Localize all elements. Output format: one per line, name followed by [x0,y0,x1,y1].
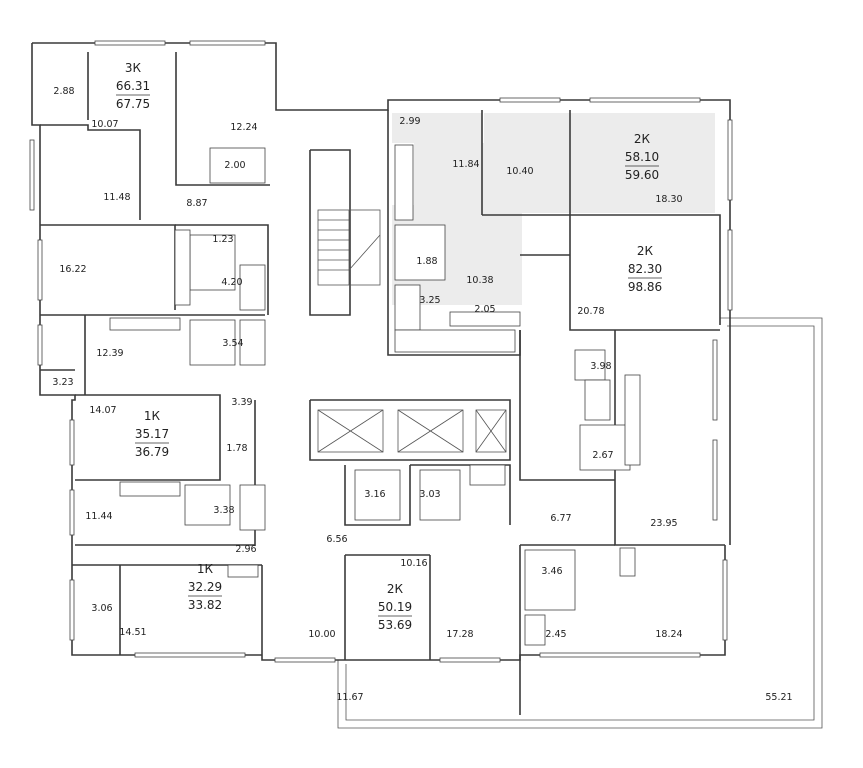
room-area-labels: 2.88 10.07 12.24 2.00 11.48 8.87 1.23 16.22 4.20… [52,86,792,703]
room-area-label: 3.46 [541,566,562,577]
room-area-label: 11.48 [103,192,130,203]
room-area-label: 23.95 [650,518,677,529]
apartment-label-a2k-top: 2К 58.10 59.60 [625,132,659,182]
kitchen-counters [109,144,641,578]
apartment-type: 3К [125,61,142,75]
room-area-label: 3.38 [213,505,234,516]
staircase [317,209,381,286]
room-area-label: 2.05 [474,304,495,315]
room-area-label: 6.77 [550,513,571,524]
apartment-total: 36.79 [135,445,169,459]
terrace-outline [337,317,823,729]
apartment-type: 1К [144,409,161,423]
room-area-label: 20.78 [577,306,604,317]
apartment-total: 98.86 [628,280,662,294]
room-area-label: 2.88 [53,86,74,97]
room-area-label: 12.39 [96,348,123,359]
apartment-total: 33.82 [188,598,222,612]
room-area-label: 8.87 [186,198,207,209]
apartment-living: 58.10 [625,150,659,164]
room-area-label: 11.84 [452,159,479,170]
room-area-label: 3.16 [364,489,385,500]
apartment-label-a2k-bottom: 2К 50.19 53.69 [378,582,412,632]
room-area-label: 2.67 [592,450,613,461]
room-area-label: 1.88 [416,256,437,267]
room-area-label: 10.38 [466,275,493,286]
room-area-label: 2.99 [399,116,420,127]
room-area-label: 18.30 [655,194,682,205]
apartment-type: 1К [197,562,214,576]
room-area-label: 3.03 [419,489,440,500]
room-area-label: 1.78 [226,443,247,454]
apartment-living: 35.17 [135,427,169,441]
room-area-label: 18.24 [655,629,682,640]
room-area-label: 10.40 [506,166,533,177]
room-area-label: 2.45 [545,629,566,640]
apartment-label-a2k-right: 2К 82.30 98.86 [628,244,662,294]
room-area-label: 10.16 [400,558,427,569]
elevator-shafts [317,409,507,453]
room-area-label: 55.21 [765,692,792,703]
room-area-label: 17.28 [446,629,473,640]
room-area-label: 10.07 [91,119,118,130]
apartment-living: 66.31 [116,79,150,93]
apartment-label-a3k: 3К 66.31 67.75 [116,61,150,111]
room-area-label: 4.20 [221,277,242,288]
room-area-label: 16.22 [59,264,86,275]
apartment-label-a1k-bottom: 1К 32.29 33.82 [188,562,222,612]
windows [29,40,733,663]
room-area-label: 2.96 [235,544,256,555]
room-area-label: 3.39 [231,397,252,408]
apartment-living: 82.30 [628,262,662,276]
room-area-label: 6.56 [326,534,347,545]
room-area-label: 1.23 [212,234,233,245]
apartment-living: 50.19 [378,600,412,614]
room-area-label: 10.00 [308,629,335,640]
apartment-total: 53.69 [378,618,412,632]
room-area-label: 14.51 [119,627,146,638]
room-area-label: 3.54 [222,338,243,349]
apartment-type: 2К [637,244,654,258]
room-area-label: 3.06 [91,603,112,614]
interior-walls [40,52,725,715]
room-area-label: 11.67 [336,692,363,703]
room-area-label: 2.00 [224,160,245,171]
room-area-label: 14.07 [89,405,116,416]
room-area-label: 12.24 [230,122,257,133]
apartment-total: 67.75 [116,97,150,111]
apartment-type: 2К [634,132,651,146]
room-area-label: 3.23 [52,377,73,388]
apartment-type: 2К [387,582,404,596]
apartment-total: 59.60 [625,168,659,182]
room-area-label: 11.44 [85,511,112,522]
room-area-label: 3.98 [590,361,611,372]
apartment-labels: 3К 66.31 67.75 2К 58.10 59.60 2К 82.30 98.86 1К 35… [116,61,662,632]
apartment-label-a1k-mid: 1К 35.17 36.79 [135,409,169,459]
room-area-label: 3.25 [419,295,440,306]
apartment-living: 32.29 [188,580,222,594]
bathroom-fixtures [184,147,636,646]
